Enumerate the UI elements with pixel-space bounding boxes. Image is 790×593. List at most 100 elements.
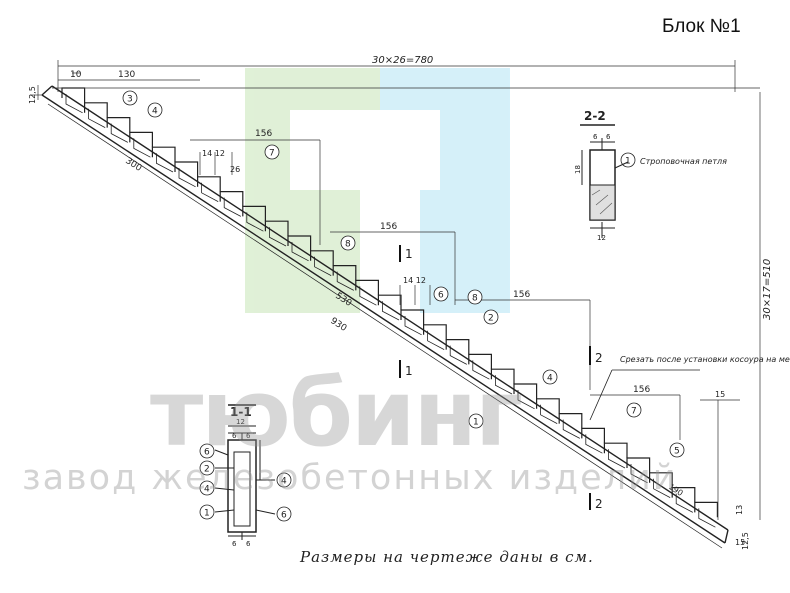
step-bar [513, 383, 538, 399]
stirrup-bar [133, 138, 151, 158]
cut-markers [399, 245, 591, 510]
step-bar [264, 220, 289, 236]
note-leader [589, 369, 700, 421]
dimension-lines [30, 60, 761, 520]
step-bar [84, 102, 108, 118]
stirrup-bar [269, 227, 287, 247]
step-bar [106, 117, 131, 133]
stirrup-bar [156, 153, 174, 173]
callout-circle [467, 289, 483, 305]
callout-number: 1 [473, 418, 479, 428]
callout-circle [122, 90, 138, 106]
callout-number: 3 [127, 95, 133, 105]
callout-number: 1 [204, 509, 210, 519]
section-1-1-sub-d: 6 [246, 540, 251, 548]
stirrup-bar [495, 375, 513, 395]
callout-number: 2 [488, 314, 494, 324]
dim-156-b: 156 [380, 222, 397, 232]
step-bar [242, 205, 266, 222]
step-bar [694, 501, 718, 518]
step-bar [197, 176, 221, 192]
stirrup-bar [608, 449, 626, 469]
dim-top-small: 10 [70, 70, 82, 80]
stirrup-bar [246, 212, 264, 232]
section-1-1-title: 1-1 [230, 405, 252, 419]
cut-2-label-top: 2 [595, 351, 603, 365]
step-bar [355, 279, 379, 296]
stirrup-bar [201, 182, 219, 202]
callout-number: 4 [281, 477, 287, 487]
dim-12-5-bottom: 12,5 [741, 532, 750, 550]
section-2-2 [580, 124, 629, 238]
watermark-subtitle: завод железобетонных изделий [22, 458, 678, 498]
stirrup-bar [449, 345, 467, 365]
stirrup-bar [517, 390, 535, 410]
stirrup-bar [65, 94, 83, 114]
callout-number: 8 [472, 294, 478, 304]
step-bar [581, 427, 605, 444]
stirrup-bar [562, 419, 580, 439]
section-1-1-sub-b: 6 [246, 432, 251, 440]
callout-circle [199, 443, 215, 459]
step-bar [626, 457, 651, 473]
callout-number: 7 [269, 149, 275, 159]
stirrup-bar [291, 242, 309, 262]
stirrup-bar [382, 301, 400, 321]
callout-number: 5 [674, 447, 680, 457]
callout-circle [199, 504, 215, 520]
step-bar [332, 265, 357, 281]
stirrup-bar [336, 271, 354, 291]
callout-circle [340, 235, 356, 251]
cut-note: Срезать после установки косоура на место [620, 355, 790, 364]
callout-circle [276, 472, 292, 488]
step-bar [423, 324, 447, 340]
step-bar [445, 339, 470, 355]
step-bar [558, 413, 583, 429]
dim-156-c: 156 [513, 290, 530, 300]
step-bar [174, 161, 199, 177]
callout-number: 7 [631, 407, 637, 417]
section-2-2-hatch [591, 189, 613, 215]
dim-pair-a: 14 12 [202, 149, 225, 158]
callout-circle [264, 144, 280, 160]
step-bar [151, 146, 176, 162]
dim-left-12-5: 12,5 [28, 86, 37, 104]
callout-number: 2 [204, 465, 210, 475]
section-2-2-height: 18 [574, 165, 582, 174]
callout-number: 4 [204, 485, 210, 495]
step-bar [671, 487, 696, 503]
stirrup-bar [404, 316, 422, 336]
callout-circle [542, 369, 558, 385]
stirrup-bar [314, 256, 332, 276]
section-2-2-title: 2-2 [584, 109, 606, 123]
section-2-2-loop-note: Строповочная петля [640, 157, 727, 166]
stirrup-bar [178, 168, 196, 188]
callout-circle [669, 442, 685, 458]
stirrup-bar [585, 434, 603, 454]
stirrup-bar [653, 478, 671, 498]
dim-top-130: 130 [118, 70, 135, 80]
cut-1-label-top: 1 [405, 247, 413, 261]
section-1-1 [214, 404, 276, 540]
dim-15-bottom: 15 [735, 538, 745, 547]
step-bar [310, 250, 334, 266]
step-bar [129, 131, 153, 148]
stirrup-bar [540, 404, 558, 424]
watermark-logo [245, 68, 510, 320]
step-bar [468, 353, 492, 370]
callout-number: 6 [204, 448, 210, 458]
stirrup-bar [223, 197, 241, 217]
cut-2-label-bottom: 2 [595, 497, 603, 511]
step-bar [649, 472, 673, 488]
step-bar [377, 294, 402, 310]
watermark-brand: тюбинг [150, 360, 523, 467]
callout-number: 4 [152, 107, 158, 117]
callout-circle [199, 460, 215, 476]
callout-circle [626, 402, 642, 418]
dim-26: 26 [230, 165, 240, 174]
dim-156-a: 156 [255, 129, 272, 139]
stirrup-bar [427, 330, 445, 350]
step-bar [400, 309, 425, 325]
